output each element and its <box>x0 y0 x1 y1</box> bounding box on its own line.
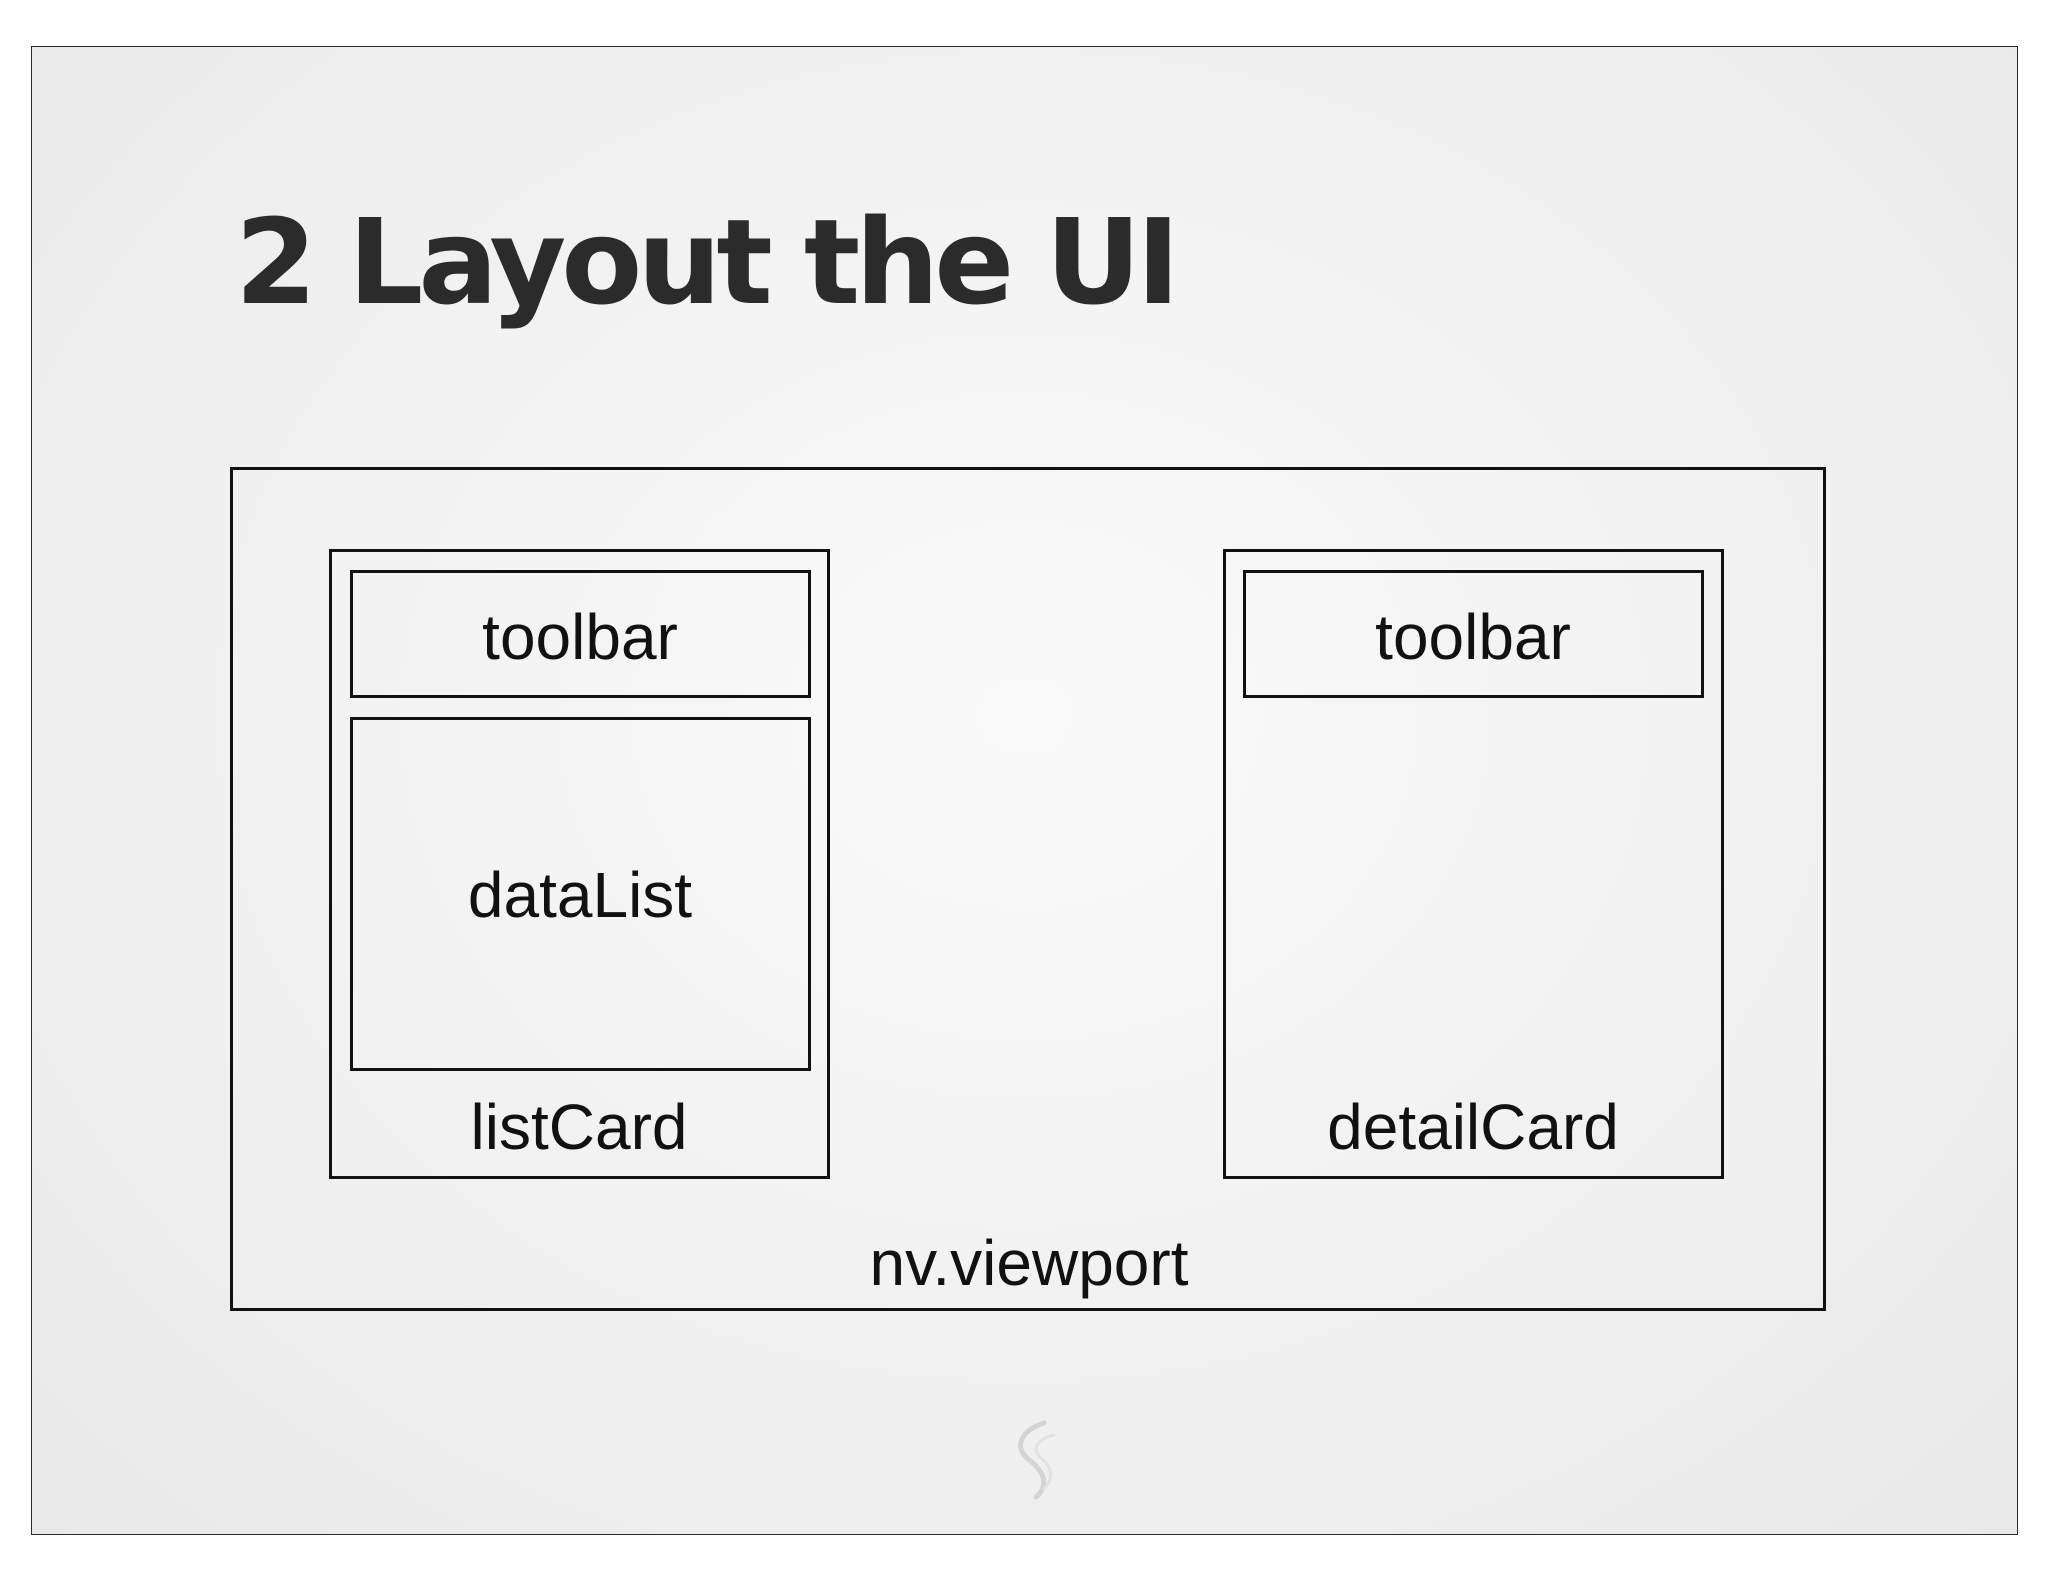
list-card-label: listCard <box>470 1091 688 1163</box>
slide-title: 2 Layout the UI <box>235 193 1180 331</box>
detail-card-toolbar-box <box>1243 570 1704 698</box>
list-card-toolbar-box <box>350 570 811 698</box>
detail-card-box <box>1223 549 1724 1179</box>
slide: 2 Layout the UI nv.viewport toolbar data… <box>31 46 2018 1535</box>
viewport-box <box>230 467 1826 1311</box>
sencha-logo-watermark-icon <box>1018 1420 1056 1500</box>
list-card-toolbar-label: toolbar <box>482 601 678 673</box>
viewport-label: nv.viewport <box>869 1227 1189 1299</box>
datalist-box <box>350 717 811 1071</box>
list-card-box <box>329 549 830 1179</box>
detail-card-toolbar-label: toolbar <box>1375 601 1571 673</box>
datalist-label: dataList <box>467 859 693 931</box>
detail-card-label: detailCard <box>1327 1091 1619 1163</box>
